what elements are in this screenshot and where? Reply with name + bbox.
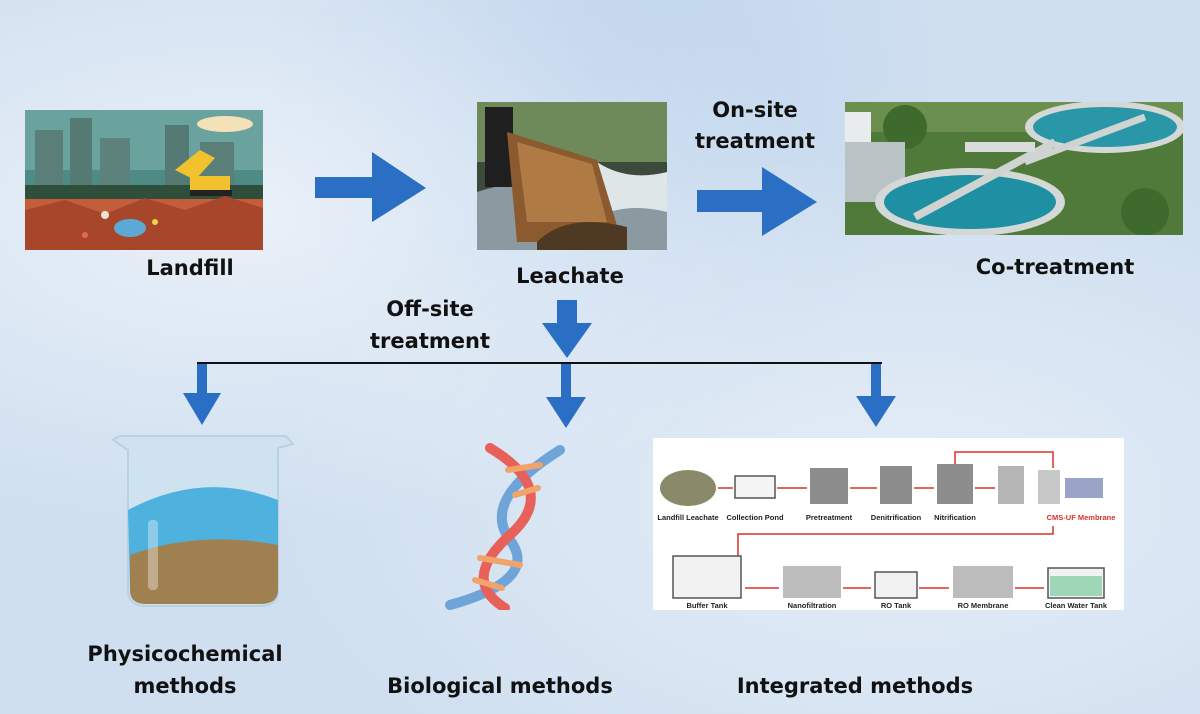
label-integrated: Integrated methods	[736, 674, 974, 698]
label-on-site-2: treatment	[695, 129, 815, 153]
arrow-leachate-to-cotreatment	[697, 167, 817, 236]
label-off-site-2: treatment	[370, 329, 490, 353]
proc-label-landfill-leachate: Landfill Leachate	[657, 513, 718, 522]
arrow-to-biological	[546, 363, 586, 428]
label-landfill: Landfill	[146, 256, 234, 280]
treatment-plant-photo	[845, 102, 1183, 235]
proc-label-nitrification: Nitrification	[934, 513, 976, 522]
proc-label-pretreatment: Pretreatment	[806, 513, 853, 522]
proc-label-ro-membrane: RO Membrane	[958, 601, 1009, 610]
integrated-process-diagram: Landfill Leachate Collection Pond Pretre…	[653, 438, 1124, 610]
proc-label-nanofiltration: Nanofiltration	[788, 601, 837, 610]
leachate-pipe-photo	[477, 102, 667, 250]
label-leachate: Leachate	[516, 264, 624, 288]
arrow-to-physicochemical	[183, 363, 221, 425]
dna-icon	[420, 440, 580, 610]
proc-label-cms-uf: CMS-UF Membrane	[1047, 513, 1116, 522]
proc-label-buffer-tank: Buffer Tank	[686, 601, 728, 610]
label-physicochemical-1: Physicochemical	[87, 642, 283, 666]
arrow-landfill-to-leachate	[315, 152, 426, 222]
arrow-to-integrated	[856, 363, 896, 427]
proc-label-denitrification: Denitrification	[871, 513, 922, 522]
label-co-treatment: Co-treatment	[975, 255, 1135, 279]
beaker-icon	[108, 430, 298, 610]
proc-label-collection-pond: Collection Pond	[726, 513, 784, 522]
proc-label-ro-tank: RO Tank	[881, 601, 912, 610]
label-off-site-1: Off-site	[386, 297, 474, 321]
landfill-illustration	[25, 110, 263, 250]
label-biological: Biological methods	[387, 674, 613, 698]
arrow-leachate-down	[542, 300, 592, 358]
proc-label-clean-water-tank: Clean Water Tank	[1045, 601, 1108, 610]
label-on-site-1: On-site	[712, 98, 798, 122]
label-physicochemical-2: methods	[133, 674, 237, 698]
